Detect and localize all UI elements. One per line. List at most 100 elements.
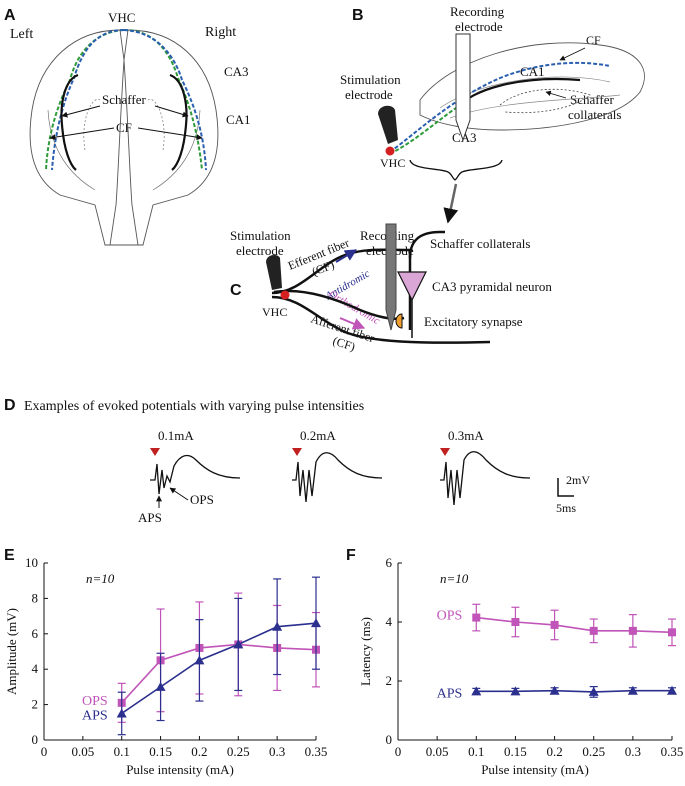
x-tick-label: 0.35 xyxy=(305,744,328,759)
cf-arrow-left xyxy=(49,127,115,141)
schaffer-label-a: Schaffer xyxy=(102,92,146,107)
ops-label-d: OPS xyxy=(190,492,214,507)
left-label: Left xyxy=(10,27,33,42)
aps-label-d: APS xyxy=(138,510,162,525)
panel-label-c: C xyxy=(230,282,242,299)
data-point-aps xyxy=(471,686,482,696)
vhc-label-a: VHC xyxy=(108,10,135,25)
ca3-neuron-label: CA3 pyramidal neuron xyxy=(432,279,552,294)
x-tick-label: 0 xyxy=(41,744,48,759)
schaffer-label-b-2: collaterals xyxy=(568,107,621,122)
cf-arrow-b xyxy=(559,47,586,61)
data-point-aps xyxy=(272,621,283,631)
stim-marker-1 xyxy=(150,448,160,456)
afferent-label-2: (CF) xyxy=(331,334,357,354)
y-tick-label: 8 xyxy=(32,590,39,605)
ca3-brace xyxy=(409,159,503,181)
dentate-b xyxy=(499,88,591,114)
y-tick-label: 6 xyxy=(386,555,393,570)
panel-label-b: B xyxy=(352,7,364,24)
data-point-ops xyxy=(472,613,481,622)
data-point-aps xyxy=(510,686,521,696)
ca3-right xyxy=(169,73,188,171)
recording-label-b-1: Recording xyxy=(450,4,505,19)
trace-label-1: 0.1mA xyxy=(158,428,194,443)
x-tick-label: 0.35 xyxy=(661,744,684,759)
n-annotation: n=10 xyxy=(440,571,469,586)
ca3-pyramidal-neuron xyxy=(397,271,427,302)
panel-label-e: E xyxy=(4,547,15,564)
series-label-ops: OPS xyxy=(437,609,463,624)
stim-label-c-2: electrode xyxy=(236,243,284,258)
data-point-aps xyxy=(233,639,244,649)
cf-fiber-blue-b xyxy=(389,61,611,153)
panel-b: B Recording electrode Stimulation electr… xyxy=(340,4,645,224)
data-point-ops xyxy=(550,620,559,629)
stim-electrode-c xyxy=(266,254,282,290)
recording-electrode-b xyxy=(455,33,471,142)
y-tick-label: 4 xyxy=(32,661,39,676)
cf-arrow-right xyxy=(137,127,203,141)
x-tick-label: 0.05 xyxy=(426,744,449,759)
trace-0-1ma xyxy=(150,454,241,495)
series-line-ops xyxy=(121,643,317,704)
data-point-aps xyxy=(667,685,677,695)
x-tick-label: 0.25 xyxy=(582,744,605,759)
stim-electrode-b xyxy=(378,105,398,144)
y-tick-label: 2 xyxy=(32,697,39,712)
y-tick-label: 6 xyxy=(32,626,39,641)
panel-label-a: A xyxy=(4,7,16,24)
x-tick-label: 0 xyxy=(395,744,402,759)
series-label-ops: OPS xyxy=(82,694,108,709)
hippocampus-slice-outline xyxy=(419,42,645,131)
ops-arrow xyxy=(169,487,189,501)
series-line-ops xyxy=(476,616,673,634)
scale-bar xyxy=(557,478,574,497)
trace-0-3ma xyxy=(440,451,531,506)
data-point-aps xyxy=(311,618,321,628)
stim-marker-3 xyxy=(440,448,450,456)
stim-site-c xyxy=(280,290,290,300)
ca3-left xyxy=(60,73,79,171)
scale-time: 5ms xyxy=(556,501,576,515)
cf-label-a: CF xyxy=(116,120,132,135)
panel-c: C Recording electrode Stimulation electr… xyxy=(230,223,552,354)
panel-a: A Left Right VHC CA3 CA1 Schaffer CF xyxy=(4,7,251,246)
data-point-aps xyxy=(155,681,166,691)
x-axis-label: Pulse intensity (mA) xyxy=(481,762,589,777)
recording-electrode-c xyxy=(385,223,397,331)
n-annotation: n=10 xyxy=(86,571,115,586)
schaffer-collateral-c xyxy=(408,230,445,259)
synapse-label: Excitatory synapse xyxy=(424,314,523,329)
trace-0-2ma xyxy=(292,452,383,503)
panel-label-f: F xyxy=(346,547,356,564)
stim-marker-2 xyxy=(292,448,302,456)
antidromic-arrow xyxy=(335,249,358,263)
trace-label-2: 0.2mA xyxy=(300,428,336,443)
data-point-aps xyxy=(116,708,127,718)
y-tick-label: 0 xyxy=(386,732,393,747)
orthodromic-arrow xyxy=(339,317,366,330)
vhc-label-c: VHC xyxy=(262,305,287,319)
x-tick-label: 0.1 xyxy=(114,744,130,759)
data-point-ops xyxy=(589,626,598,635)
trace-label-3: 0.3mA xyxy=(448,428,484,443)
schaffer-label-c: Schaffer collaterals xyxy=(430,236,530,251)
data-point-ops xyxy=(628,626,637,635)
data-point-aps xyxy=(549,685,560,695)
hippocampus-right-outline xyxy=(109,29,219,246)
y-tick-label: 0 xyxy=(32,732,39,747)
series-label-aps: APS xyxy=(82,708,108,723)
x-axis-label: Pulse intensity (mA) xyxy=(126,762,234,777)
right-label: Right xyxy=(205,25,236,40)
x-tick-label: 0.2 xyxy=(191,744,207,759)
y-tick-label: 2 xyxy=(386,673,393,688)
stim-label-b-1: Stimulation xyxy=(340,72,401,87)
zoom-arrow xyxy=(443,183,459,224)
x-tick-label: 0.15 xyxy=(149,744,172,759)
